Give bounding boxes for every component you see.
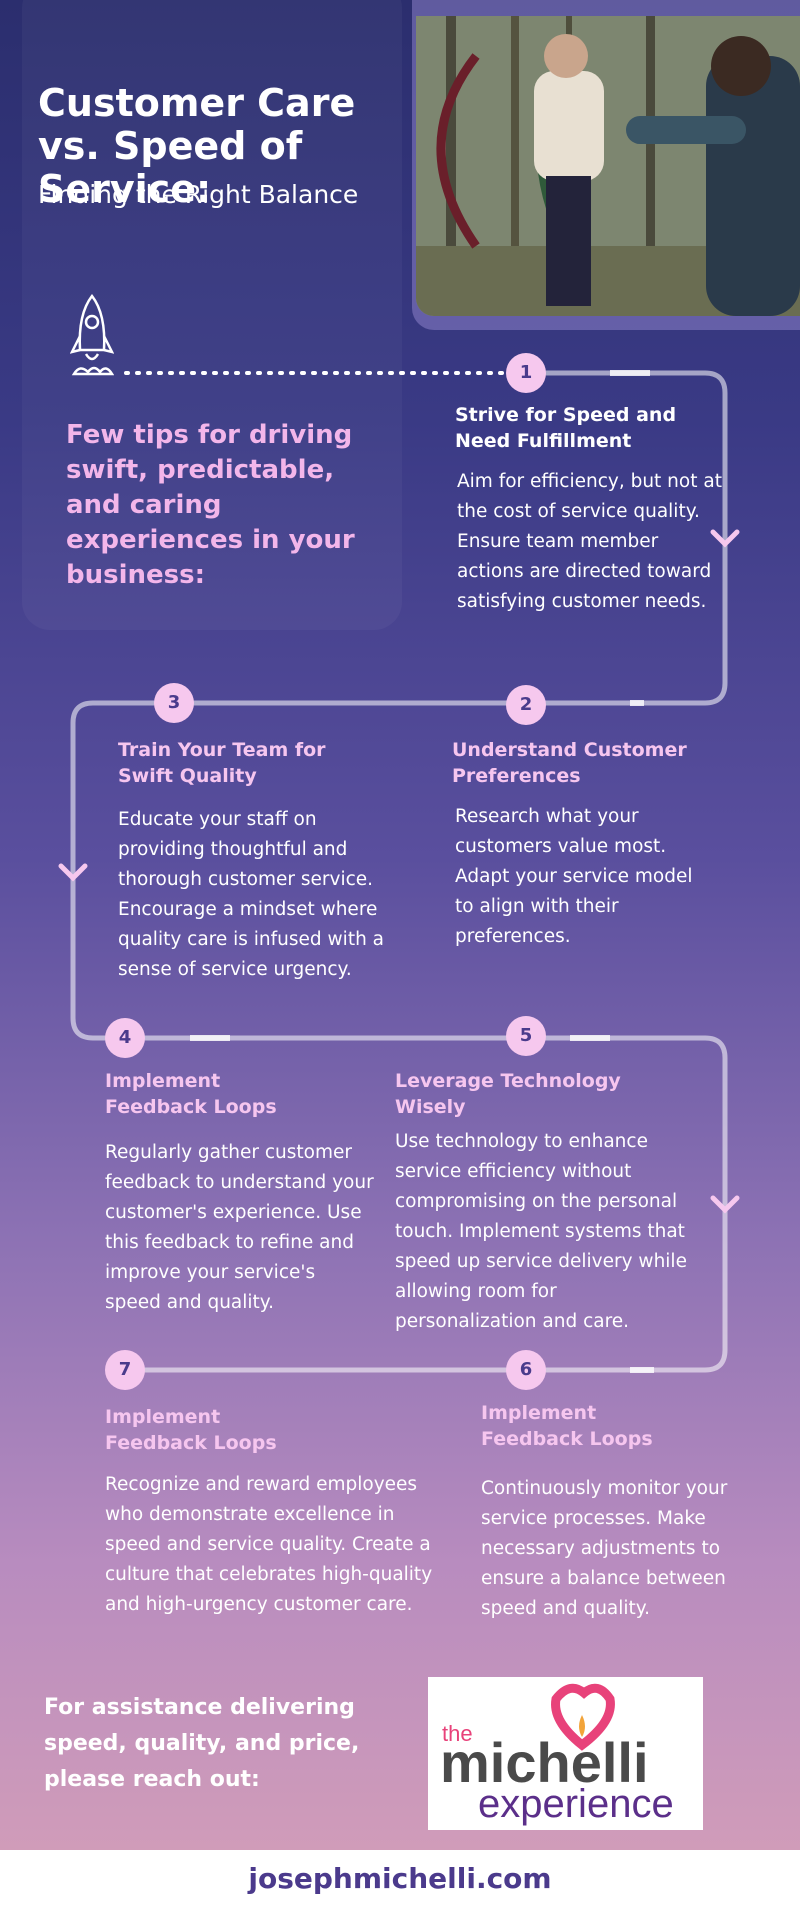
step-title-6: Implement Feedback Loops — [481, 1402, 653, 1450]
step-title-3: Train Your Team for Swift Quality — [118, 739, 326, 787]
contact-prompt: For assistance delivering speed, quality… — [44, 1695, 360, 1792]
chevron-down-icon — [710, 1195, 740, 1214]
step-body-6: Continuously monitor your service proces… — [481, 1478, 728, 1619]
step-body-4: Regularly gather customer feedback to un… — [105, 1142, 374, 1313]
rocket-icon — [69, 292, 115, 384]
step-badge-3: 3 — [154, 683, 194, 723]
step-body-3: Educate your staff on providing thoughtf… — [118, 809, 385, 980]
logo-michelli: michelli — [440, 1731, 649, 1794]
page-subtitle: Finding the Right Balance — [38, 180, 359, 209]
step-title-5: Leverage Technology Wisely — [395, 1070, 621, 1118]
step-title-1: Strive for Speed and Need Fulfillment — [455, 404, 677, 452]
step-badge-2: 2 — [506, 685, 546, 725]
archery-photo — [416, 16, 800, 316]
step-title-7: Implement Feedback Loops — [105, 1406, 277, 1454]
archery-photo-illustration — [416, 16, 800, 316]
header-panel — [22, 0, 402, 630]
logo-experience: experience — [478, 1782, 674, 1826]
step-title-4: Implement Feedback Loops — [105, 1070, 277, 1118]
step-badge-5: 5 — [506, 1016, 546, 1056]
step-badge-7: 7 — [105, 1350, 145, 1390]
chevron-down-icon — [710, 529, 740, 548]
step-body-5: Use technology to enhance service effici… — [395, 1131, 687, 1332]
logo-mark: the michelli experience — [440, 1683, 674, 1826]
page-title: Customer Care vs. Speed of Service: — [38, 81, 356, 211]
footer-url-link[interactable]: josephmichelli.com — [248, 1862, 552, 1895]
step-body-1: Aim for efficiency, but not at the cost … — [457, 471, 722, 612]
logo-the: the — [442, 1721, 473, 1746]
path-line — [70, 370, 728, 1373]
step-body-2: Research what your customers value most.… — [455, 806, 693, 947]
step-title-2: Understand Customer Preferences — [452, 739, 687, 787]
step-badge-4: 4 — [105, 1018, 145, 1058]
tips-heading: Few tips for driving swift, predictable,… — [66, 420, 355, 590]
step-badge-1: 1 — [506, 353, 546, 393]
step-body-7: Recognize and reward employees who demon… — [105, 1474, 433, 1615]
footer-bar: josephmichelli.com — [0, 1850, 800, 1907]
chevron-down-icon — [58, 863, 88, 882]
michelli-logo[interactable]: the michelli experience — [428, 1677, 703, 1830]
step-badge-6: 6 — [506, 1350, 546, 1390]
